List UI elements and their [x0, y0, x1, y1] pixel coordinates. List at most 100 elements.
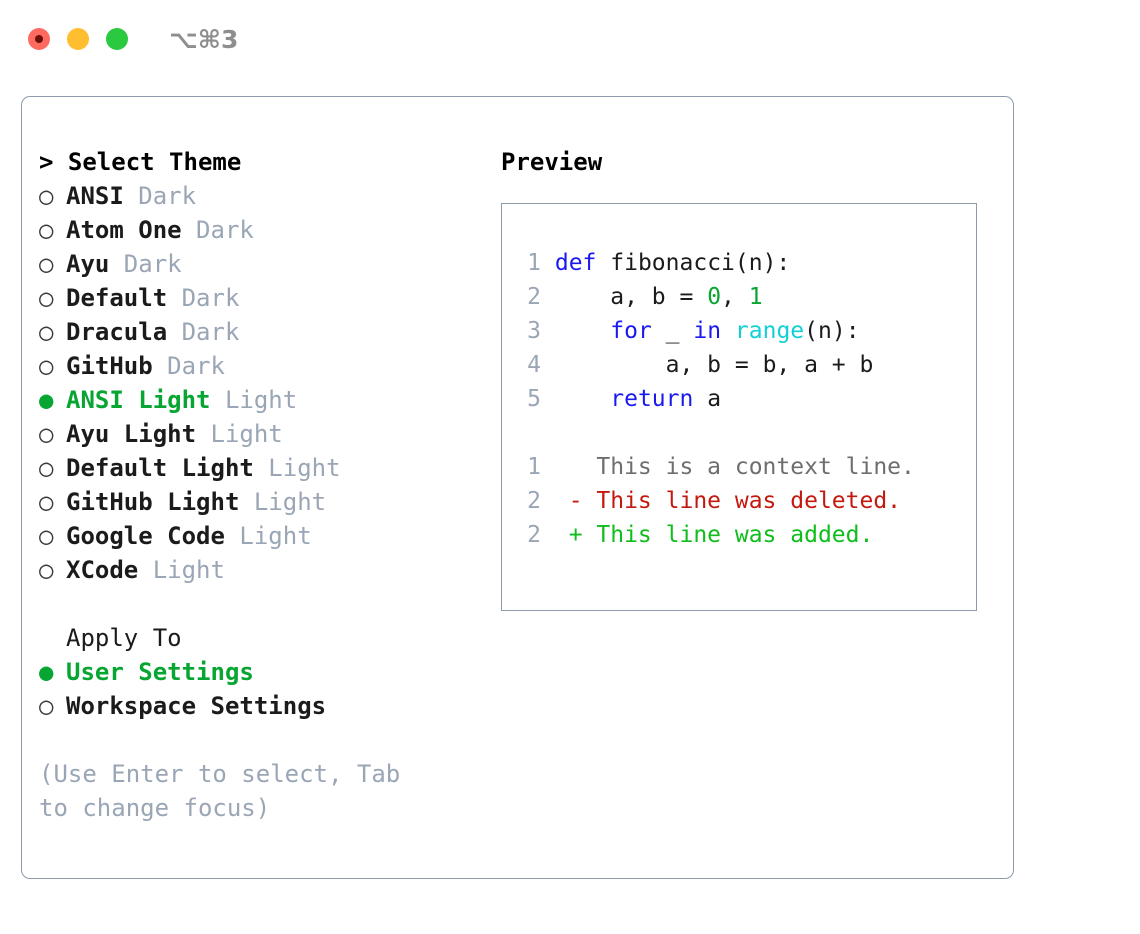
- theme-option-default-light[interactable]: ○ Default Light Light: [39, 451, 499, 485]
- theme-option-variant: Dark: [181, 216, 254, 244]
- theme-option-label: Default: [66, 284, 168, 312]
- theme-option-atom-one[interactable]: ○ Atom One Dark: [39, 213, 499, 247]
- radio-unselected-icon: ○: [39, 182, 54, 210]
- radio-unselected-icon: ○: [39, 692, 54, 720]
- apply-to-option-list: ● User Settings ○ Workspace Settings: [39, 655, 499, 723]
- apply-to-option-workspace-settings[interactable]: ○ Workspace Settings: [39, 689, 499, 723]
- theme-option-google-code[interactable]: ○Google Code Light: [39, 519, 499, 553]
- radio-unselected-icon: ○: [39, 318, 54, 346]
- theme-option-label: Ayu Light: [66, 420, 197, 448]
- code-token-plain: [596, 250, 610, 276]
- diff-line-add: 2 + This line was added.: [502, 518, 976, 552]
- code-token-plain: a, b = b, a + b: [554, 352, 874, 378]
- code-line-number: 2: [527, 284, 541, 310]
- maximize-button[interactable]: [106, 28, 128, 50]
- code-line: 2 a, b = 0, 1: [502, 280, 976, 314]
- code-token-num: 1: [748, 284, 763, 310]
- theme-option-label: GitHub Light: [66, 488, 240, 516]
- apply-to-option-user-settings[interactable]: ● User Settings: [39, 655, 499, 689]
- code-token-kw: in: [693, 318, 722, 344]
- radio-selected-icon: ●: [39, 658, 54, 686]
- code-line: 3 for _ in range(n):: [502, 314, 976, 348]
- theme-option-label: Dracula: [66, 318, 168, 346]
- code-diff-spacer: [502, 416, 976, 450]
- code-token-plain: [555, 318, 610, 344]
- theme-option-variant: Dark: [167, 318, 240, 346]
- help-text: (Use Enter to select, Tab to change focu…: [39, 760, 415, 822]
- theme-option-label: ANSI Light: [66, 386, 211, 414]
- theme-option-ayu[interactable]: ○Ayu Dark: [39, 247, 499, 281]
- code-line: 4 a, b = b, a + b: [502, 348, 976, 382]
- diff-line-ctx: 1 This is a context line.: [502, 450, 976, 484]
- select-theme-header: > Select Theme: [39, 148, 242, 176]
- code-line-number: 4: [527, 352, 541, 378]
- keyboard-shortcut-label: ⌥⌘3: [169, 24, 239, 54]
- theme-option-variant: Dark: [123, 182, 197, 210]
- diff-line-text: This is a context line.: [541, 454, 915, 480]
- code-token-kw: def: [554, 250, 597, 276]
- theme-option-ansi-light[interactable]: ● ANSI Light Light: [39, 383, 499, 417]
- theme-option-dracula[interactable]: ○ Dracula Dark: [39, 315, 499, 349]
- apply-to-option-label: User Settings: [66, 658, 254, 686]
- theme-option-variant: Light: [239, 488, 327, 516]
- diff-line-text: + This line was added.: [541, 522, 874, 548]
- theme-option-variant: Light: [138, 556, 225, 584]
- code-token-kw: for: [610, 318, 652, 344]
- theme-option-github-light[interactable]: ○ GitHub Light Light: [39, 485, 499, 519]
- theme-option-variant: Dark: [167, 284, 240, 312]
- window-controls: [28, 28, 128, 50]
- theme-option-label: Atom One: [66, 216, 182, 244]
- code-line-number: 5: [527, 386, 541, 412]
- theme-option-github[interactable]: ○GitHub Dark: [39, 349, 499, 383]
- code-token-num: 0: [707, 284, 722, 310]
- theme-option-label: Ayu: [66, 250, 110, 278]
- code-line: 5 return a: [502, 382, 976, 416]
- diff-line-number: 1: [527, 454, 541, 480]
- theme-option-xcode[interactable]: ○XCode Light: [39, 553, 499, 587]
- section-spacer: [39, 587, 499, 621]
- theme-option-label: ANSI: [66, 182, 124, 210]
- theme-option-label: Default Light: [66, 454, 254, 482]
- code-token-plain: [555, 386, 610, 412]
- radio-unselected-icon: ○: [39, 556, 54, 584]
- code-token-plain: fibonacci(n):: [610, 250, 791, 276]
- title-bar: ⌥⌘3: [0, 0, 1140, 78]
- code-token-plain: _: [651, 318, 694, 344]
- radio-unselected-icon: ○: [39, 420, 54, 448]
- close-button[interactable]: [28, 28, 50, 50]
- preview-header: Preview: [501, 148, 603, 176]
- diff-line-number: 2: [527, 488, 541, 514]
- radio-unselected-icon: ○: [39, 216, 54, 244]
- theme-selector-column: > Select Theme ○ANSI Dark○Atom One Dark○…: [39, 145, 499, 825]
- radio-unselected-icon: ○: [39, 454, 54, 482]
- theme-option-variant: Light: [210, 386, 298, 414]
- code-line: 1 def fibonacci(n):: [502, 246, 976, 280]
- radio-unselected-icon: ○: [39, 488, 54, 516]
- diff-line-number: 2: [527, 522, 541, 548]
- code-line-number: 1: [527, 250, 541, 276]
- code-token-plain: a: [693, 386, 722, 412]
- theme-option-ayu-light[interactable]: ○ Ayu Light Light: [39, 417, 499, 451]
- diff-line-text: - This line was deleted.: [541, 488, 902, 514]
- minimize-button[interactable]: [67, 28, 89, 50]
- code-token-plain: [721, 318, 735, 344]
- preview-column: Preview 1 def fibonacci(n):2 a, b = 0, 1…: [501, 145, 1001, 611]
- theme-option-ansi[interactable]: ○ ANSI Dark: [39, 179, 499, 213]
- diff-sample: 1 This is a context line.2 - This line w…: [502, 450, 976, 552]
- theme-option-variant: Light: [253, 454, 341, 482]
- code-token-plain: a, b =: [554, 284, 708, 310]
- code-token-fn: range: [734, 318, 805, 344]
- apply-to-option-label: Workspace Settings: [66, 692, 327, 720]
- theme-option-default[interactable]: ○Default Dark: [39, 281, 499, 315]
- code-line-number: 3: [527, 318, 541, 344]
- code-token-plain: (n):: [804, 318, 860, 344]
- radio-selected-icon: ●: [39, 386, 54, 414]
- radio-unselected-icon: ○: [39, 352, 54, 380]
- main-card: > Select Theme ○ANSI Dark○Atom One Dark○…: [21, 96, 1014, 879]
- theme-option-variant: Light: [224, 522, 312, 550]
- theme-option-variant: Light: [196, 420, 283, 448]
- diff-line-del: 2 - This line was deleted.: [502, 484, 976, 518]
